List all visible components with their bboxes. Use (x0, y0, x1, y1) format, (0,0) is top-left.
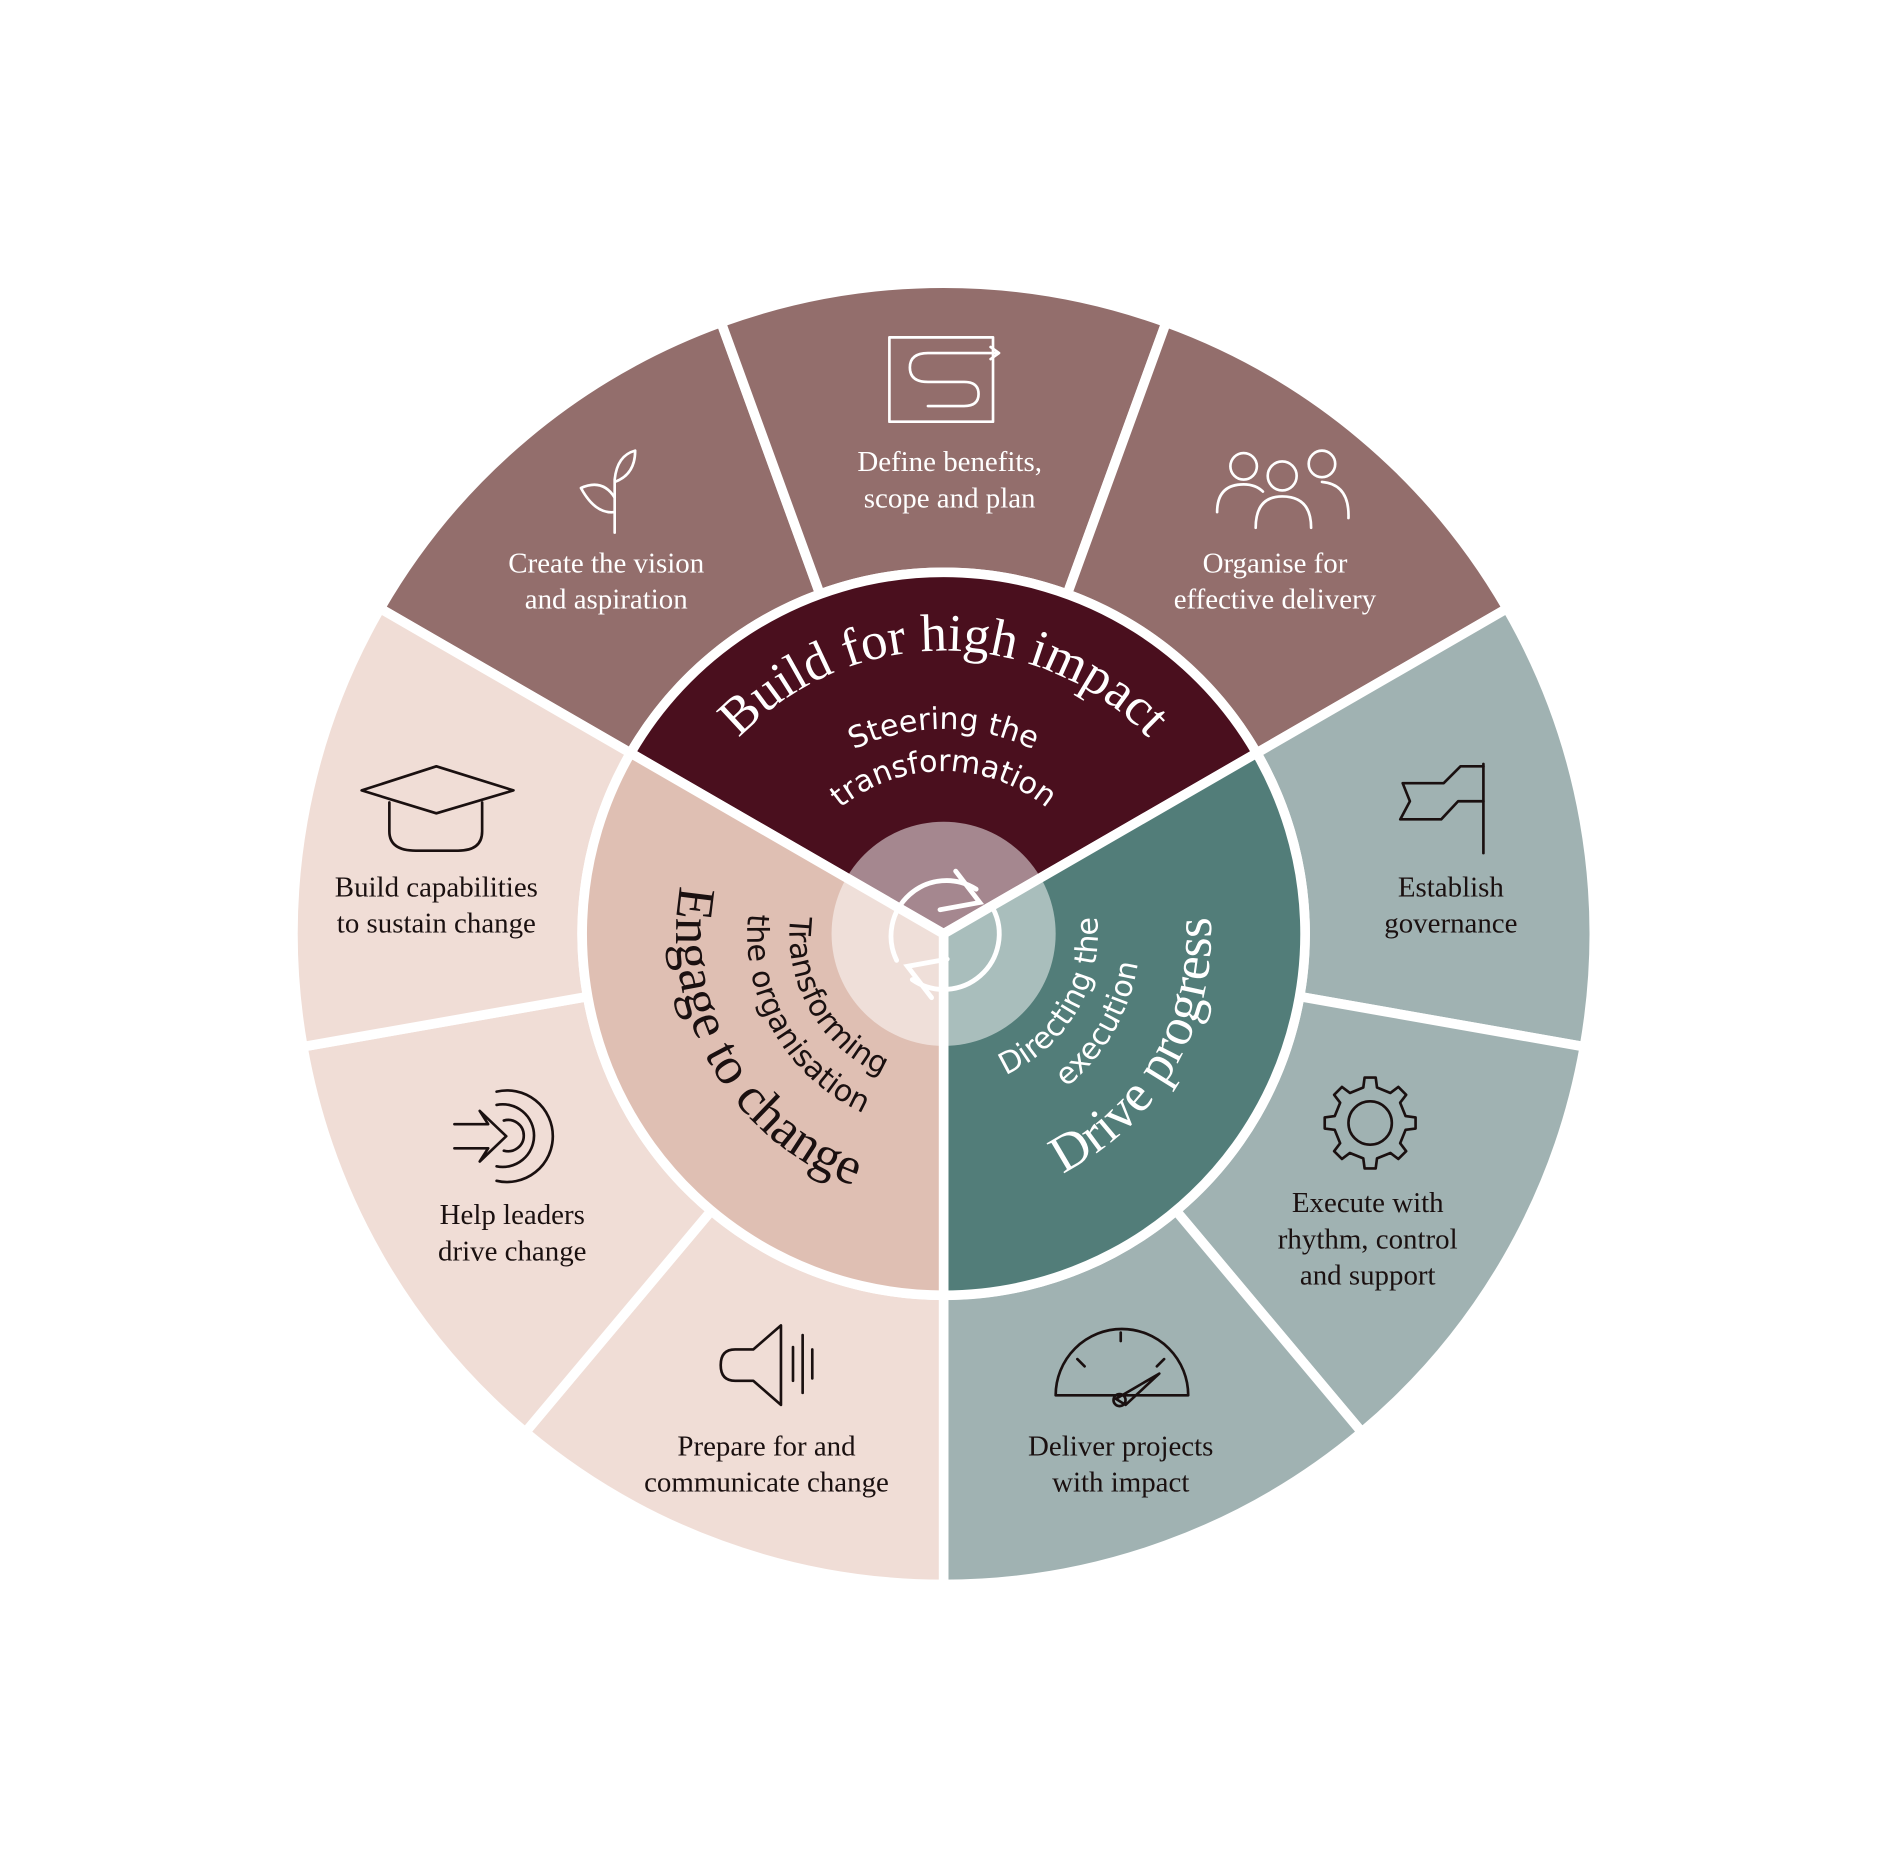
outer-item-define-benefits: Define benefits,scope and plan (857, 336, 1042, 514)
graduation-cap-icon (360, 764, 515, 852)
gauge-icon (1054, 1327, 1190, 1408)
center-hub (831, 821, 1056, 1046)
cycle-arrows-icon (888, 868, 1002, 1001)
outer-segments (288, 278, 1599, 1590)
svg-text:Define benefits,scope and plan: Define benefits,scope and plan (857, 446, 1042, 514)
sprout-icon (579, 449, 637, 534)
target-arrow-icon (453, 1089, 555, 1184)
roadmap-icon (888, 336, 1001, 424)
flag-icon (1398, 762, 1485, 855)
people-group-icon (1215, 449, 1350, 530)
megaphone-icon (719, 1324, 814, 1407)
gear-icon (1323, 1076, 1417, 1170)
